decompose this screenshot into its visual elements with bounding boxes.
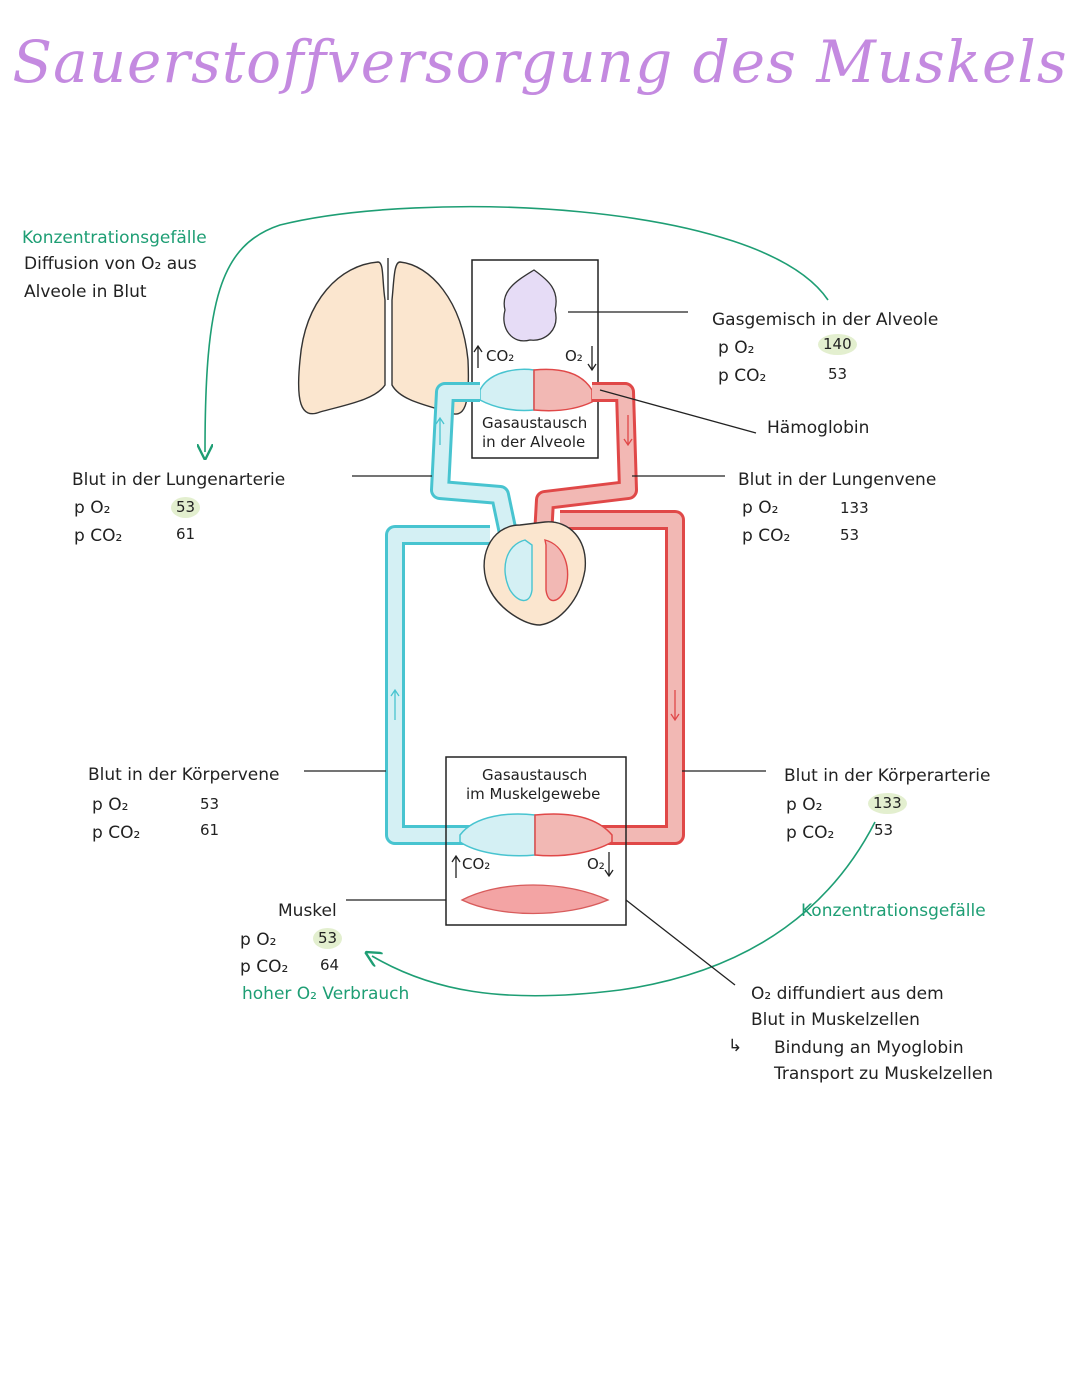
diffusion-note-4: Transport zu Muskelzellen xyxy=(774,1064,994,1084)
koerperarterie-pco2-label: p CO₂ xyxy=(786,823,835,843)
lungenarterie-pco2-value: 61 xyxy=(176,525,196,543)
alveole-location-label: in der Alveole xyxy=(482,433,586,451)
heart-illustration xyxy=(483,521,586,626)
concentration-arc-top xyxy=(205,205,829,452)
alveole-shape xyxy=(503,269,557,342)
muscle-capillary-blue xyxy=(459,813,536,857)
muscle-fiber xyxy=(460,884,610,915)
lungenvene-po2-value: 133 xyxy=(840,499,869,517)
koerpervene-title: Blut in der Körpervene xyxy=(88,765,280,785)
diffusion-note-3: Bindung an Myoglobin xyxy=(774,1038,964,1058)
lungenarterie-po2-value: 53 xyxy=(171,497,201,518)
koerpervene-po2-value: 53 xyxy=(200,795,220,813)
koerperarterie-title: Blut in der Körperarterie xyxy=(784,766,991,786)
muscle-o2-label: O₂ xyxy=(587,855,605,873)
alveole-box xyxy=(471,259,599,459)
muskel-pco2-label: p CO₂ xyxy=(240,957,289,977)
lungs-illustration xyxy=(297,258,470,415)
alveole-co2-label: CO₂ xyxy=(486,347,515,365)
muscle-box xyxy=(445,756,627,926)
muskel-po2-label: p O₂ xyxy=(240,930,277,950)
muskel-pco2-value: 64 xyxy=(320,956,340,974)
koerpervene-pco2-label: p CO₂ xyxy=(92,823,141,843)
diffusion-note-line-2: Alveole in Blut xyxy=(24,282,147,302)
concentration-label-left: Konzentrationsgefälle xyxy=(22,228,207,248)
koerperarterie-pco2-value: 53 xyxy=(874,821,894,839)
concentration-arc-bottom xyxy=(372,821,876,997)
page-title: Sauerstoffversorgung des Muskels xyxy=(12,28,1068,96)
haemoglobin-label: Hämoglobin xyxy=(767,418,870,438)
gasgemisch-title: Gasgemisch in der Alveole xyxy=(712,310,939,330)
muskel-title: Muskel xyxy=(278,901,337,921)
lungenvene-pco2-value: 53 xyxy=(840,526,860,544)
arrow-glyph: ↳ xyxy=(728,1036,743,1056)
gasgemisch-pco2-value: 53 xyxy=(828,365,848,383)
muscle-gasaustausch-label: Gasaustausch xyxy=(482,766,588,784)
diffusion-note-line-1: Diffusion von O₂ aus xyxy=(24,254,197,274)
pulmonary-capillary-blue xyxy=(479,368,535,412)
leader-lines xyxy=(304,311,766,986)
muskel-verbrauch-note: hoher O₂ Verbrauch xyxy=(242,984,410,1004)
lungenarterie-title: Blut in der Lungenarterie xyxy=(72,470,286,490)
muscle-co2-label: CO₂ xyxy=(462,855,491,873)
blue-vessels xyxy=(385,382,530,845)
gasgemisch-po2-value: 140 xyxy=(818,334,857,355)
alveole-gasaustausch-label: Gasaustausch xyxy=(482,414,588,432)
lungenvene-title: Blut in der Lungenvene xyxy=(738,470,937,490)
diffusion-note-1: O₂ diffundiert aus dem xyxy=(751,984,944,1004)
muscle-location-label: im Muskelgewebe xyxy=(466,785,601,803)
gasgemisch-pco2-label: p CO₂ xyxy=(718,366,767,386)
pulmonary-capillary-red xyxy=(533,368,593,412)
flow-arrows xyxy=(390,415,680,722)
koerpervene-pco2-value: 61 xyxy=(200,821,220,839)
lungenarterie-po2-label: p O₂ xyxy=(74,498,111,518)
box-arrows xyxy=(451,344,614,878)
gasgemisch-po2-label: p O₂ xyxy=(718,338,755,358)
lungenvene-po2-label: p O₂ xyxy=(742,498,779,518)
concentration-label-right: Konzentrationsgefälle xyxy=(801,901,986,921)
koerpervene-po2-label: p O₂ xyxy=(92,795,129,815)
muskel-po2-value: 53 xyxy=(313,928,343,949)
koerperarterie-po2-value: 133 xyxy=(868,793,907,814)
lungenvene-pco2-label: p CO₂ xyxy=(742,526,791,546)
koerperarterie-po2-label: p O₂ xyxy=(786,795,823,815)
diffusion-note-2: Blut in Muskelzellen xyxy=(751,1010,920,1030)
alveole-o2-label: O₂ xyxy=(565,347,583,365)
muscle-capillary-red xyxy=(534,813,613,857)
lungenarterie-pco2-label: p CO₂ xyxy=(74,526,123,546)
